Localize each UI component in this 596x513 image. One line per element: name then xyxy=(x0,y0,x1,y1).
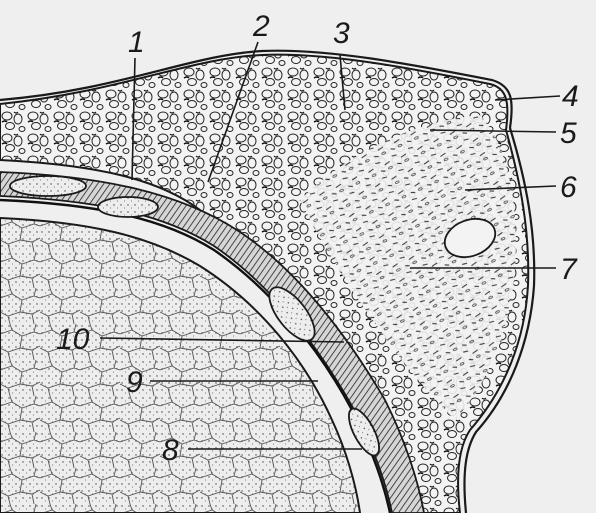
label-8: 8 xyxy=(162,434,179,467)
label-10: 10 xyxy=(56,323,90,356)
label-5: 5 xyxy=(560,117,577,150)
label-4: 4 xyxy=(562,80,579,113)
vessel-lumen-left xyxy=(10,176,86,196)
label-3: 3 xyxy=(333,17,350,50)
label-2: 2 xyxy=(252,10,270,43)
vessel-lumen-upper xyxy=(98,197,158,217)
label-6: 6 xyxy=(560,171,577,204)
label-1: 1 xyxy=(128,26,145,59)
label-9: 9 xyxy=(126,366,143,399)
label-7: 7 xyxy=(560,253,578,286)
